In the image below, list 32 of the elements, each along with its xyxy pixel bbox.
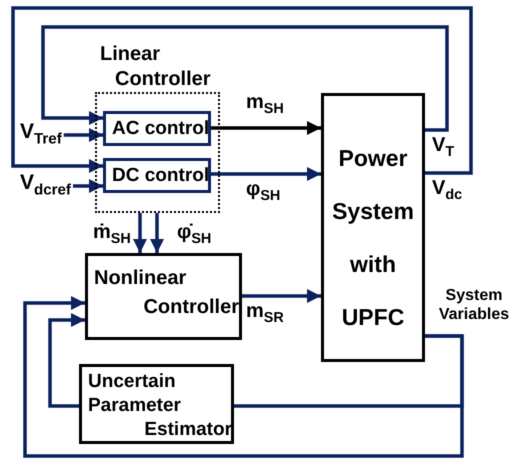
signal-label: V$_{dcref}$: [20, 172, 71, 193]
connector-arrow: [150, 213, 164, 253]
block-title: Uncertain Parameter Estimator: [88, 370, 232, 442]
connector-arrow: [211, 167, 321, 181]
connector-arrow: [48, 313, 85, 408]
block-title: Power System with UPFC: [331, 144, 415, 332]
control-block: [103, 111, 211, 146]
connector-arrow: [242, 289, 321, 303]
edge-label: V$_{T}$: [432, 134, 454, 156]
edge-label: V$_{dc}$: [432, 177, 462, 199]
system-block: [321, 93, 425, 362]
block-title: AC control: [112, 118, 210, 141]
block-title: Nonlinear Controller: [94, 266, 239, 320]
signal-label: V$_{Tref}$: [20, 121, 62, 142]
connector-arrow: [211, 121, 321, 135]
connector-arrow: [23, 296, 464, 458]
connector-arrow: [133, 213, 147, 253]
control-block: [103, 158, 211, 193]
estimator-block: [79, 364, 234, 444]
connector-arrow: [11, 6, 473, 175]
edge-label: m$_{SH}$: [246, 91, 284, 113]
block-title: Linear Controller: [100, 42, 212, 92]
edge-label: φ̇$_{SH}$: [177, 221, 212, 243]
edge-label: ṁ$_{SH}$: [93, 221, 131, 243]
controller-block: [85, 253, 242, 340]
block-title: DC control: [112, 165, 210, 188]
connector-arrow: [41, 25, 449, 132]
edge-label: System Variables: [438, 286, 510, 324]
connector-arrow: [72, 179, 103, 193]
edge-label: φ$_{SH}$: [246, 178, 280, 200]
edge-label: m$_{SR}$: [246, 300, 284, 322]
connector-arrow: [64, 128, 103, 142]
